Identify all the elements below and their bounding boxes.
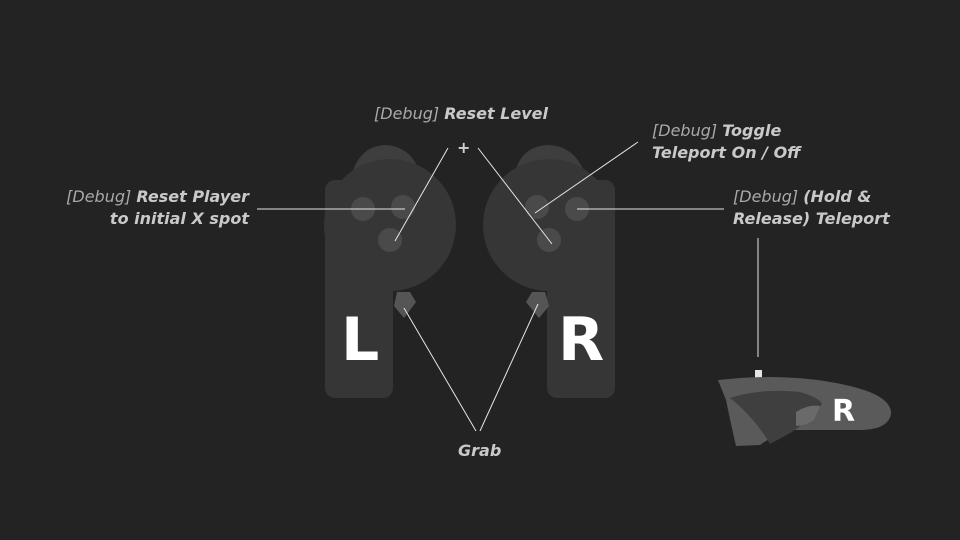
grab-text: Grab: [458, 441, 502, 460]
toggle-teleport-line1: [Debug] Toggle: [652, 120, 801, 142]
leader-line-toggle-teleport: [534, 141, 639, 214]
left-controller-letter: L: [341, 305, 380, 375]
reset-level-text: Reset Level: [444, 104, 548, 123]
toggle-teleport-text-1: Toggle: [722, 121, 782, 140]
right-controller: [483, 145, 615, 398]
teleport-line1: [Debug] (Hold &: [733, 186, 890, 208]
label-reset-level: [Debug] Reset Level: [374, 103, 548, 125]
toggle-teleport-text-2: Teleport On / Off: [652, 143, 801, 162]
leader-line-reset-level-right: [477, 147, 553, 245]
plus-sign: +: [457, 138, 471, 157]
toggle-teleport-line2: Teleport On / Off: [652, 142, 801, 164]
label-grab: Grab: [458, 440, 501, 462]
reset-player-line1: [Debug] Reset Player: [40, 186, 249, 208]
teleport-tag: [Debug]: [733, 187, 799, 206]
reset-player-text-2: to initial X spot: [109, 209, 249, 228]
teleport-line2: Release) Teleport: [733, 208, 890, 230]
teleport-text-1: (Hold &: [803, 187, 872, 206]
left-controller-head: [324, 159, 456, 291]
right-controller-head: [483, 159, 615, 291]
left-button-3: [378, 228, 402, 252]
right-button-1: [525, 195, 549, 219]
side-view-dark-face: [730, 390, 822, 444]
teleport-text-2: Release) Teleport: [733, 209, 890, 228]
right-controller-letter: R: [558, 305, 605, 375]
reset-player-text-1: Reset Player: [136, 187, 249, 206]
side-view-top-knob: [755, 370, 762, 382]
left-button-2: [391, 195, 415, 219]
reset-player-line2: to initial X spot: [40, 208, 249, 230]
reset-level-tag: [Debug]: [374, 104, 440, 123]
leader-line-grab-left: [403, 307, 477, 432]
reset-player-tag: [Debug]: [66, 187, 132, 206]
label-reset-player: [Debug] Reset Player to initial X spot: [40, 186, 249, 230]
side-view-trigger: [796, 405, 820, 426]
left-trigger: [394, 292, 416, 318]
label-toggle-teleport: [Debug] Toggle Teleport On / Off: [652, 120, 801, 164]
right-controller-side-view: [718, 370, 892, 446]
leader-line-grab-right: [479, 303, 539, 432]
side-view-letter: R: [832, 394, 856, 429]
toggle-teleport-tag: [Debug]: [652, 121, 718, 140]
leader-lines: [257, 141, 759, 432]
label-hold-release-teleport: [Debug] (Hold & Release) Teleport: [733, 186, 890, 230]
leader-line-reset-level-left: [394, 147, 449, 242]
